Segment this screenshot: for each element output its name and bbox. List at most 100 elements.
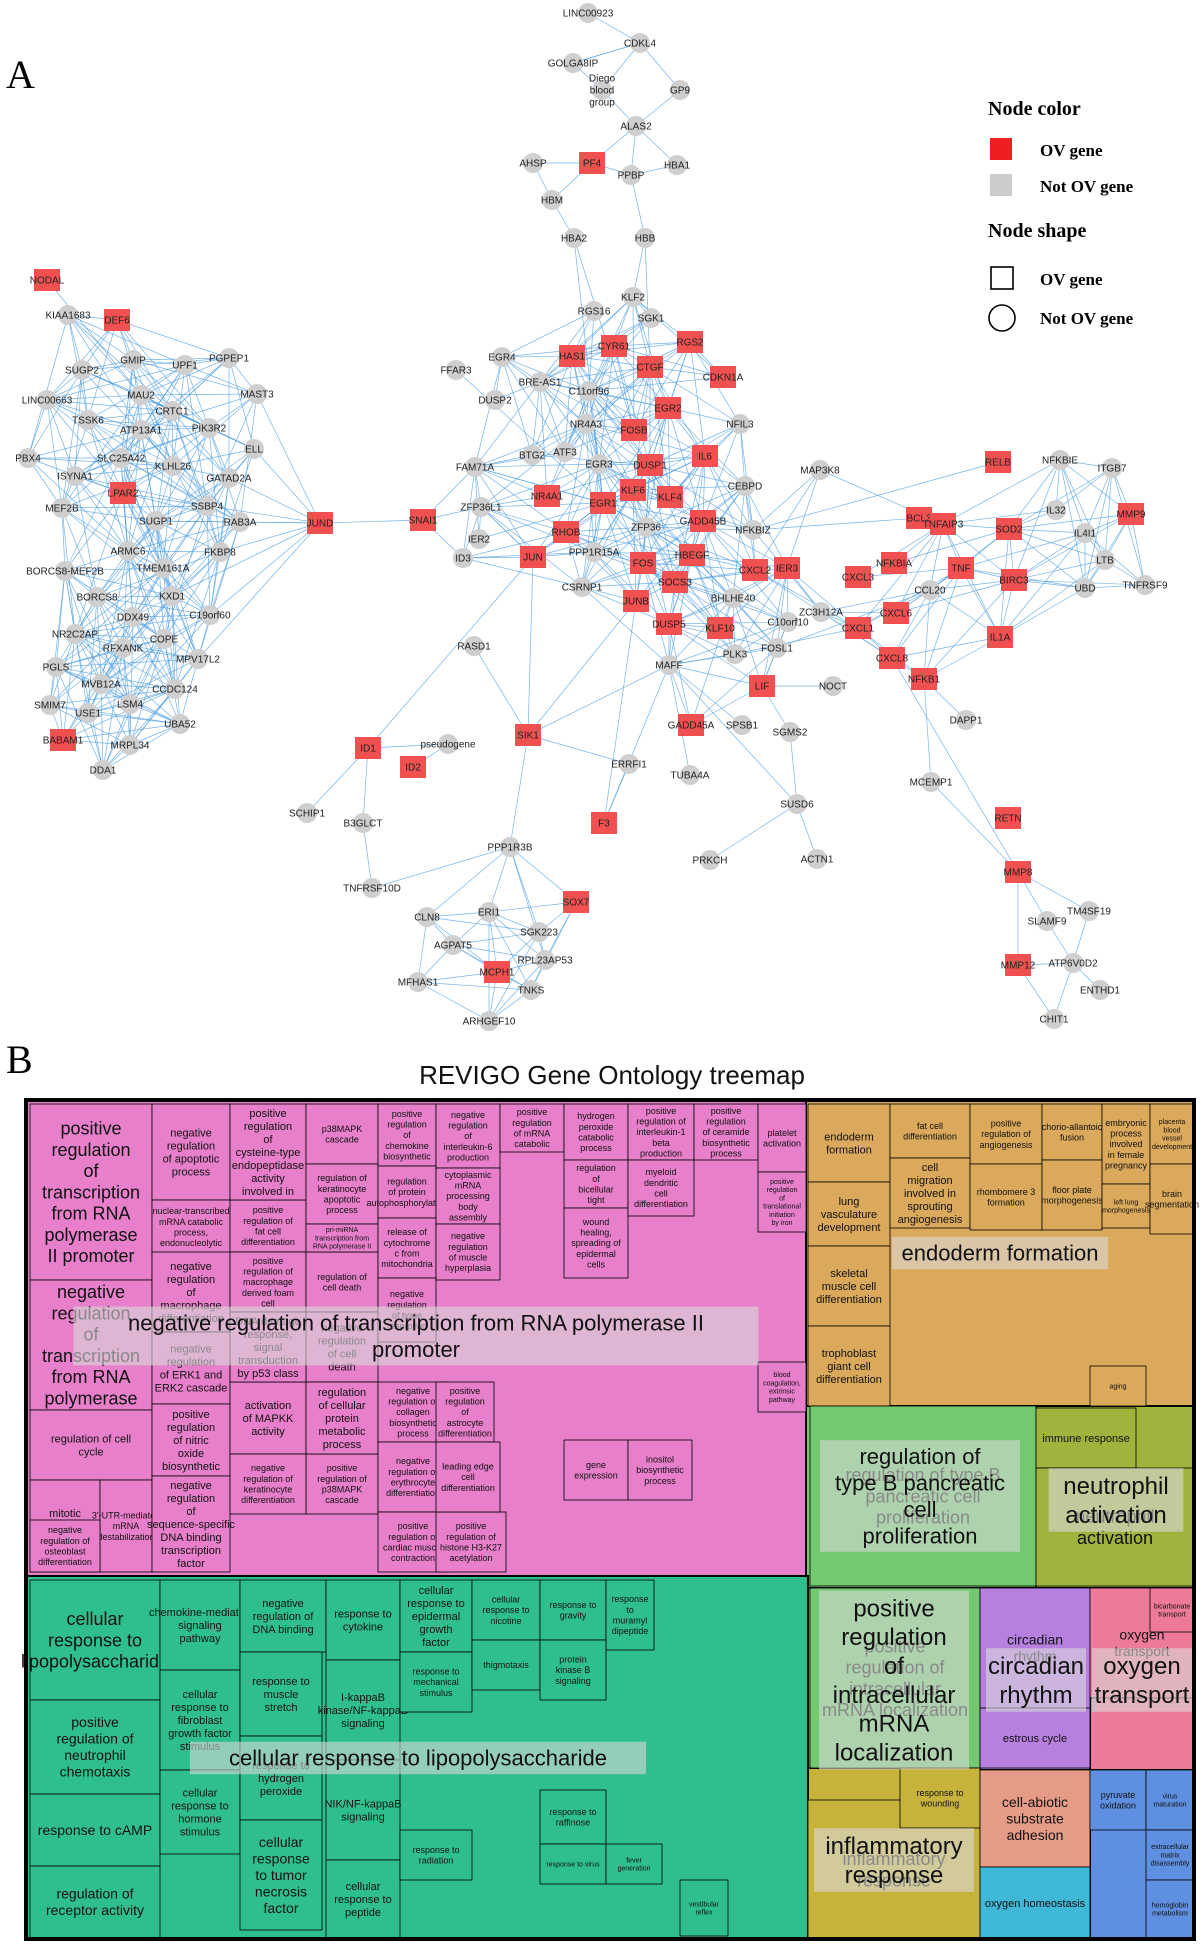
not-ov-gene-circle bbox=[78, 703, 98, 723]
gene-node: BCL3 bbox=[906, 507, 932, 529]
network-edge bbox=[649, 464, 746, 487]
network-edge bbox=[100, 683, 104, 771]
gene-node: CSRNP1 bbox=[562, 577, 603, 597]
gene-node: DUSP5 bbox=[652, 613, 686, 635]
not-ov-gene-circle bbox=[732, 715, 752, 735]
gene-node: BRE-AS1 bbox=[519, 372, 562, 392]
network-edge bbox=[709, 803, 798, 861]
network-edge bbox=[62, 647, 124, 741]
network-edge bbox=[532, 489, 634, 558]
network-edge bbox=[219, 448, 255, 553]
network-edge bbox=[734, 621, 789, 655]
gene-node: ATF3 bbox=[553, 442, 577, 462]
gene-node: MMP8 bbox=[1004, 861, 1033, 883]
gene-label: SGK1 bbox=[638, 314, 665, 325]
not-ov-gene-circle bbox=[123, 607, 143, 627]
gene-label: CRTC1 bbox=[155, 407, 189, 418]
gene-node: FFAR3 bbox=[440, 360, 472, 380]
treemap-cell: oxygen homeostasis bbox=[979, 1866, 1091, 1940]
gene-node: ISYNA1 bbox=[57, 466, 93, 486]
network-edge bbox=[206, 505, 211, 616]
not-ov-gene-circle bbox=[37, 390, 57, 410]
treemap-cell-rect bbox=[807, 1181, 891, 1247]
network-edge bbox=[122, 492, 211, 616]
treemap-cell-rect bbox=[1145, 1829, 1195, 1881]
gene-node: DDX49 bbox=[117, 607, 150, 627]
gene-label: BTG2 bbox=[519, 451, 546, 462]
not-ov-gene-circle bbox=[446, 360, 466, 380]
not-ov-gene-circle bbox=[823, 676, 843, 696]
network-edge bbox=[532, 463, 600, 558]
gene-label: PLK3 bbox=[723, 650, 748, 661]
treemap-cell-rect bbox=[29, 1865, 161, 1939]
gene-node: PRKCH bbox=[692, 850, 728, 870]
gene-node: DDA1 bbox=[90, 760, 117, 780]
network-edge bbox=[649, 464, 676, 583]
legend-shape-title: Node shape bbox=[988, 220, 1086, 242]
not-ov-gene-circle bbox=[353, 813, 373, 833]
ov-gene-square bbox=[679, 544, 705, 566]
gene-label: RAB3A bbox=[224, 518, 257, 529]
gene-node: TNKS bbox=[518, 980, 545, 1000]
network-edge bbox=[122, 550, 129, 649]
not-ov-gene-circle bbox=[500, 837, 520, 857]
network-edge bbox=[585, 407, 669, 425]
gene-label: AHSP bbox=[519, 159, 547, 170]
gene-node: TM4SF19 bbox=[1067, 901, 1111, 921]
ov-gene-square bbox=[104, 309, 130, 331]
ov-gene-square bbox=[355, 737, 381, 759]
not-ov-gene-circle bbox=[118, 541, 138, 561]
not-ov-gene-circle bbox=[18, 448, 38, 468]
gene-node: ATP6V0D2 bbox=[1048, 953, 1098, 973]
treemap-group-label-bg bbox=[814, 1828, 974, 1892]
ov-gene-square bbox=[591, 812, 617, 834]
network-edge bbox=[132, 614, 211, 618]
network-edge bbox=[49, 688, 176, 706]
not-ov-gene-circle bbox=[920, 580, 940, 600]
gene-node: ACTN1 bbox=[801, 849, 834, 869]
network-edge bbox=[598, 366, 651, 465]
gene-label: MPV17L2 bbox=[176, 655, 220, 666]
network-edge bbox=[209, 551, 221, 616]
treemap-cell-rect bbox=[969, 1103, 1043, 1165]
network-edge bbox=[132, 359, 173, 412]
gene-node: IL1A bbox=[987, 626, 1013, 648]
gene-label: DUSP1 bbox=[633, 461, 667, 472]
gene-label: FOSB bbox=[620, 426, 648, 437]
ov-gene-square bbox=[911, 668, 937, 690]
gene-node: GADD45A bbox=[668, 714, 715, 736]
network-edge bbox=[362, 747, 369, 824]
not-ov-gene-circle bbox=[65, 466, 85, 486]
treemap-cell-rect bbox=[627, 1159, 695, 1217]
treemap-cell-rect bbox=[563, 1159, 629, 1209]
not-ov-gene-circle bbox=[767, 638, 787, 658]
not-ov-gene-circle bbox=[163, 456, 183, 476]
gene-node: GADD45B bbox=[680, 510, 727, 532]
treemap-cell-rect bbox=[399, 1579, 473, 1653]
treemap-cell: aging bbox=[1089, 1365, 1147, 1407]
gene-node: JUNB bbox=[623, 590, 649, 612]
gene-label: RELB bbox=[985, 458, 1011, 469]
gene-label: DDX49 bbox=[117, 613, 150, 624]
network-edge bbox=[55, 638, 165, 668]
gene-label: ID2 bbox=[405, 763, 421, 774]
gene-node: CXCL1 bbox=[842, 617, 875, 639]
treemap-cell-rect bbox=[471, 1579, 541, 1641]
treemap-cell-rect bbox=[679, 1879, 729, 1937]
network-edge bbox=[171, 410, 208, 507]
network-edge bbox=[732, 485, 746, 599]
